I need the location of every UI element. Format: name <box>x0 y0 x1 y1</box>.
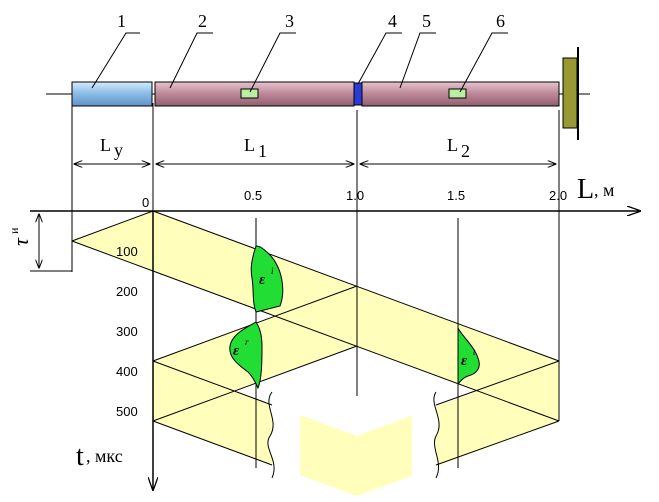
y-axis-symbol: t <box>76 441 84 472</box>
x-axis-unit: , м <box>594 180 614 200</box>
epsilon-reflected-sup: r <box>245 337 249 347</box>
x-tick-0-5: 0.5 <box>244 188 262 203</box>
callout-2: 2 <box>198 11 207 31</box>
incident-wave-band <box>72 211 153 271</box>
x-tick-1-5: 1.5 <box>447 188 465 203</box>
wave-lines <box>71 210 560 466</box>
signal-transmitted <box>457 327 480 386</box>
strain-gauge-1 <box>240 88 259 99</box>
epsilon-transmitted-sup: t <box>473 347 476 357</box>
reflected-wave-tail <box>153 361 357 496</box>
x-axis-symbol: L <box>577 174 594 205</box>
x-tick-2-0: 2.0 <box>549 188 567 203</box>
y-axis: 100 200 300 400 500 t , мкс <box>76 211 153 490</box>
segment-sub-l1: 1 <box>258 141 267 161</box>
specimen <box>353 82 363 106</box>
segment-label-ly: L <box>100 135 111 155</box>
signal-reflected <box>229 321 263 390</box>
y-tick-300: 300 <box>116 324 138 339</box>
strain-gauge-2 <box>448 88 467 99</box>
callout-6: 6 <box>496 11 505 31</box>
y-tick-500: 500 <box>116 404 138 419</box>
striker-bar <box>71 81 153 107</box>
y-tick-200: 200 <box>116 284 138 299</box>
segment-sub-ly: y <box>114 140 123 160</box>
callout-4: 4 <box>388 11 397 31</box>
apparatus <box>46 47 590 140</box>
callout-leaders <box>91 32 508 93</box>
break-left <box>267 392 300 478</box>
tau-symbol: τ <box>8 237 33 246</box>
epsilon-incident-label: ε <box>259 272 266 288</box>
y-tick-100: 100 <box>116 244 138 259</box>
wave-diagram <box>72 211 559 496</box>
x-tick-0: 0 <box>142 195 149 210</box>
epsilon-incident-sup: i <box>271 266 274 276</box>
callout-1: 1 <box>117 11 126 31</box>
callout-5: 5 <box>422 11 431 31</box>
x-axis: 0 0.5 1.0 1.5 2.0 L , м <box>30 174 640 211</box>
segment-label-l2: L <box>447 135 458 155</box>
segment-label-l1: L <box>244 135 255 155</box>
epsilon-reflected-label: ε <box>233 343 240 359</box>
signal-incident <box>250 245 284 313</box>
x-tick-1-0: 1.0 <box>346 188 364 203</box>
tau-subscript: и <box>7 227 21 234</box>
callout-3: 3 <box>285 11 294 31</box>
damper-support <box>562 57 578 129</box>
y-axis-unit: , мкс <box>86 446 123 466</box>
break-right <box>412 392 440 478</box>
epsilon-transmitted-label: ε <box>461 353 468 369</box>
y-tick-400: 400 <box>116 364 138 379</box>
pulse-duration-marker: τ и <box>7 210 72 272</box>
segment-sub-l2: 2 <box>461 141 470 161</box>
